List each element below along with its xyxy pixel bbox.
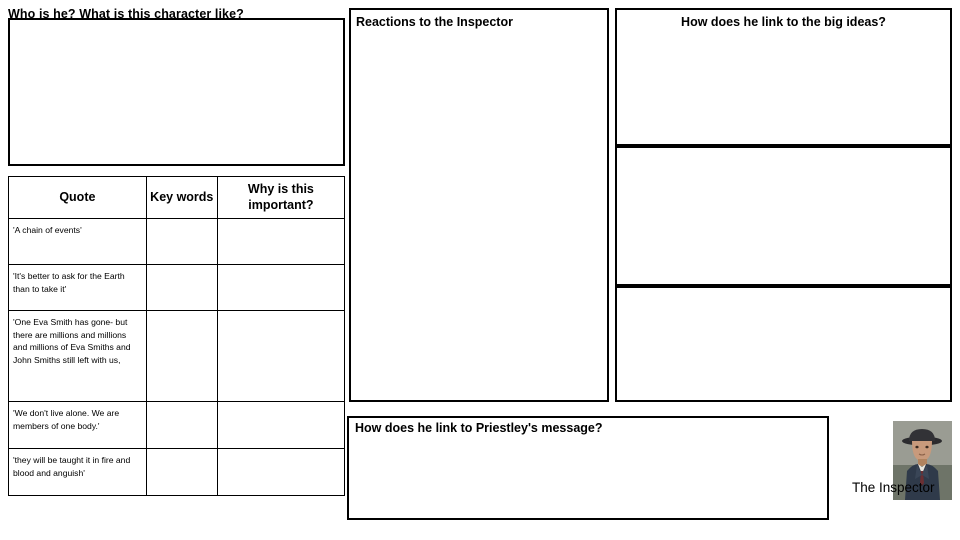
cell-key-words[interactable] bbox=[145, 448, 218, 497]
big-ideas-heading: How does he link to the big ideas? bbox=[681, 15, 886, 29]
big-ideas-box-3[interactable] bbox=[615, 286, 952, 402]
table-row: 'We don't live alone. We are members of … bbox=[8, 401, 346, 450]
column-header-key-words: Key words bbox=[145, 175, 218, 220]
cell-why-important[interactable] bbox=[216, 310, 346, 403]
character-description-heading: Who is he? What is this character like? bbox=[8, 7, 244, 21]
cell-quote: 'One Eva Smith has gone- but there are m… bbox=[8, 310, 147, 403]
quote-analysis-table: Quote Key words Why is this important? '… bbox=[8, 175, 346, 497]
cell-why-important[interactable] bbox=[216, 218, 346, 266]
reactions-to-inspector-box[interactable] bbox=[349, 8, 609, 402]
big-ideas-box-1[interactable] bbox=[615, 8, 952, 146]
column-header-why-important: Why is this important? bbox=[216, 175, 346, 220]
cell-key-words[interactable] bbox=[145, 218, 218, 266]
cell-why-important[interactable] bbox=[216, 448, 346, 497]
cell-quote: 'It's better to ask for the Earth than t… bbox=[8, 264, 147, 312]
cell-quote: 'A chain of events' bbox=[8, 218, 147, 266]
cell-why-important[interactable] bbox=[216, 401, 346, 450]
table-row: 'A chain of events' bbox=[8, 218, 346, 266]
inspector-figure bbox=[893, 421, 952, 500]
priestley-message-heading: How does he link to Priestley's message? bbox=[355, 421, 603, 435]
column-header-quote: Quote bbox=[8, 175, 147, 220]
cell-key-words[interactable] bbox=[145, 401, 218, 450]
table-row: 'they will be taught it in fire and bloo… bbox=[8, 448, 346, 497]
inspector-portrait-photo bbox=[893, 421, 952, 500]
big-ideas-box-2[interactable] bbox=[615, 146, 952, 286]
character-description-box[interactable] bbox=[8, 18, 345, 166]
cell-key-words[interactable] bbox=[145, 264, 218, 312]
cell-why-important[interactable] bbox=[216, 264, 346, 312]
reactions-heading: Reactions to the Inspector bbox=[356, 15, 513, 29]
table-row: 'It's better to ask for the Earth than t… bbox=[8, 264, 346, 312]
table-row: 'One Eva Smith has gone- but there are m… bbox=[8, 310, 346, 403]
cell-quote: 'they will be taught it in fire and bloo… bbox=[8, 448, 147, 497]
priestley-message-box[interactable] bbox=[347, 416, 829, 520]
cell-key-words[interactable] bbox=[145, 310, 218, 403]
inspector-caption: The Inspector bbox=[852, 480, 935, 495]
table-header-row: Quote Key words Why is this important? bbox=[8, 175, 346, 220]
cell-quote: 'We don't live alone. We are members of … bbox=[8, 401, 147, 450]
